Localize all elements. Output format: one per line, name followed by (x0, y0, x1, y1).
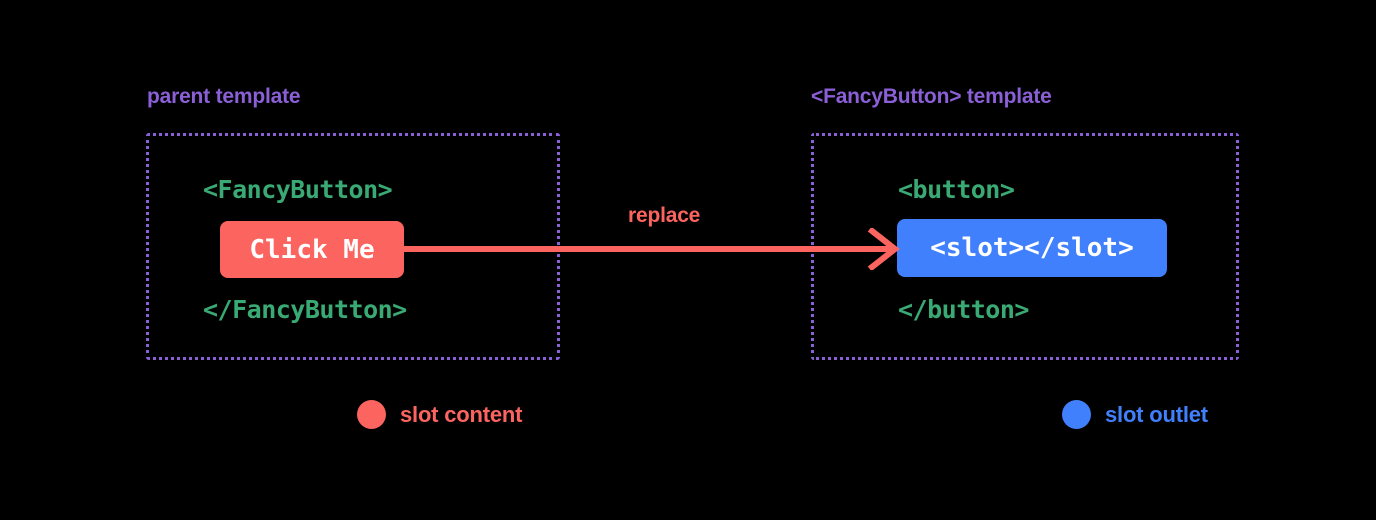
code-close-fancybutton-tag: </FancyButton> (203, 295, 407, 324)
legend-item-slot-content: slot content (357, 400, 522, 429)
slot-content-chip[interactable]: Click Me (220, 221, 404, 278)
circle-icon (1062, 400, 1091, 429)
legend-item-slot-outlet: slot outlet (1062, 400, 1208, 429)
parent-template-heading: parent template (147, 85, 301, 108)
legend-label-slot-content: slot content (400, 401, 523, 427)
slot-outlet-chip[interactable]: <slot></slot> (897, 219, 1167, 277)
legend-label-slot-outlet: slot outlet (1105, 401, 1208, 427)
code-open-fancybutton-tag: <FancyButton> (203, 175, 393, 204)
circle-icon (357, 400, 386, 429)
fancybutton-template-heading: <FancyButton> template (811, 85, 1052, 108)
code-close-button-tag: </button> (898, 295, 1029, 324)
replace-arrow-label: replace (628, 204, 701, 227)
code-open-button-tag: <button> (898, 175, 1015, 204)
